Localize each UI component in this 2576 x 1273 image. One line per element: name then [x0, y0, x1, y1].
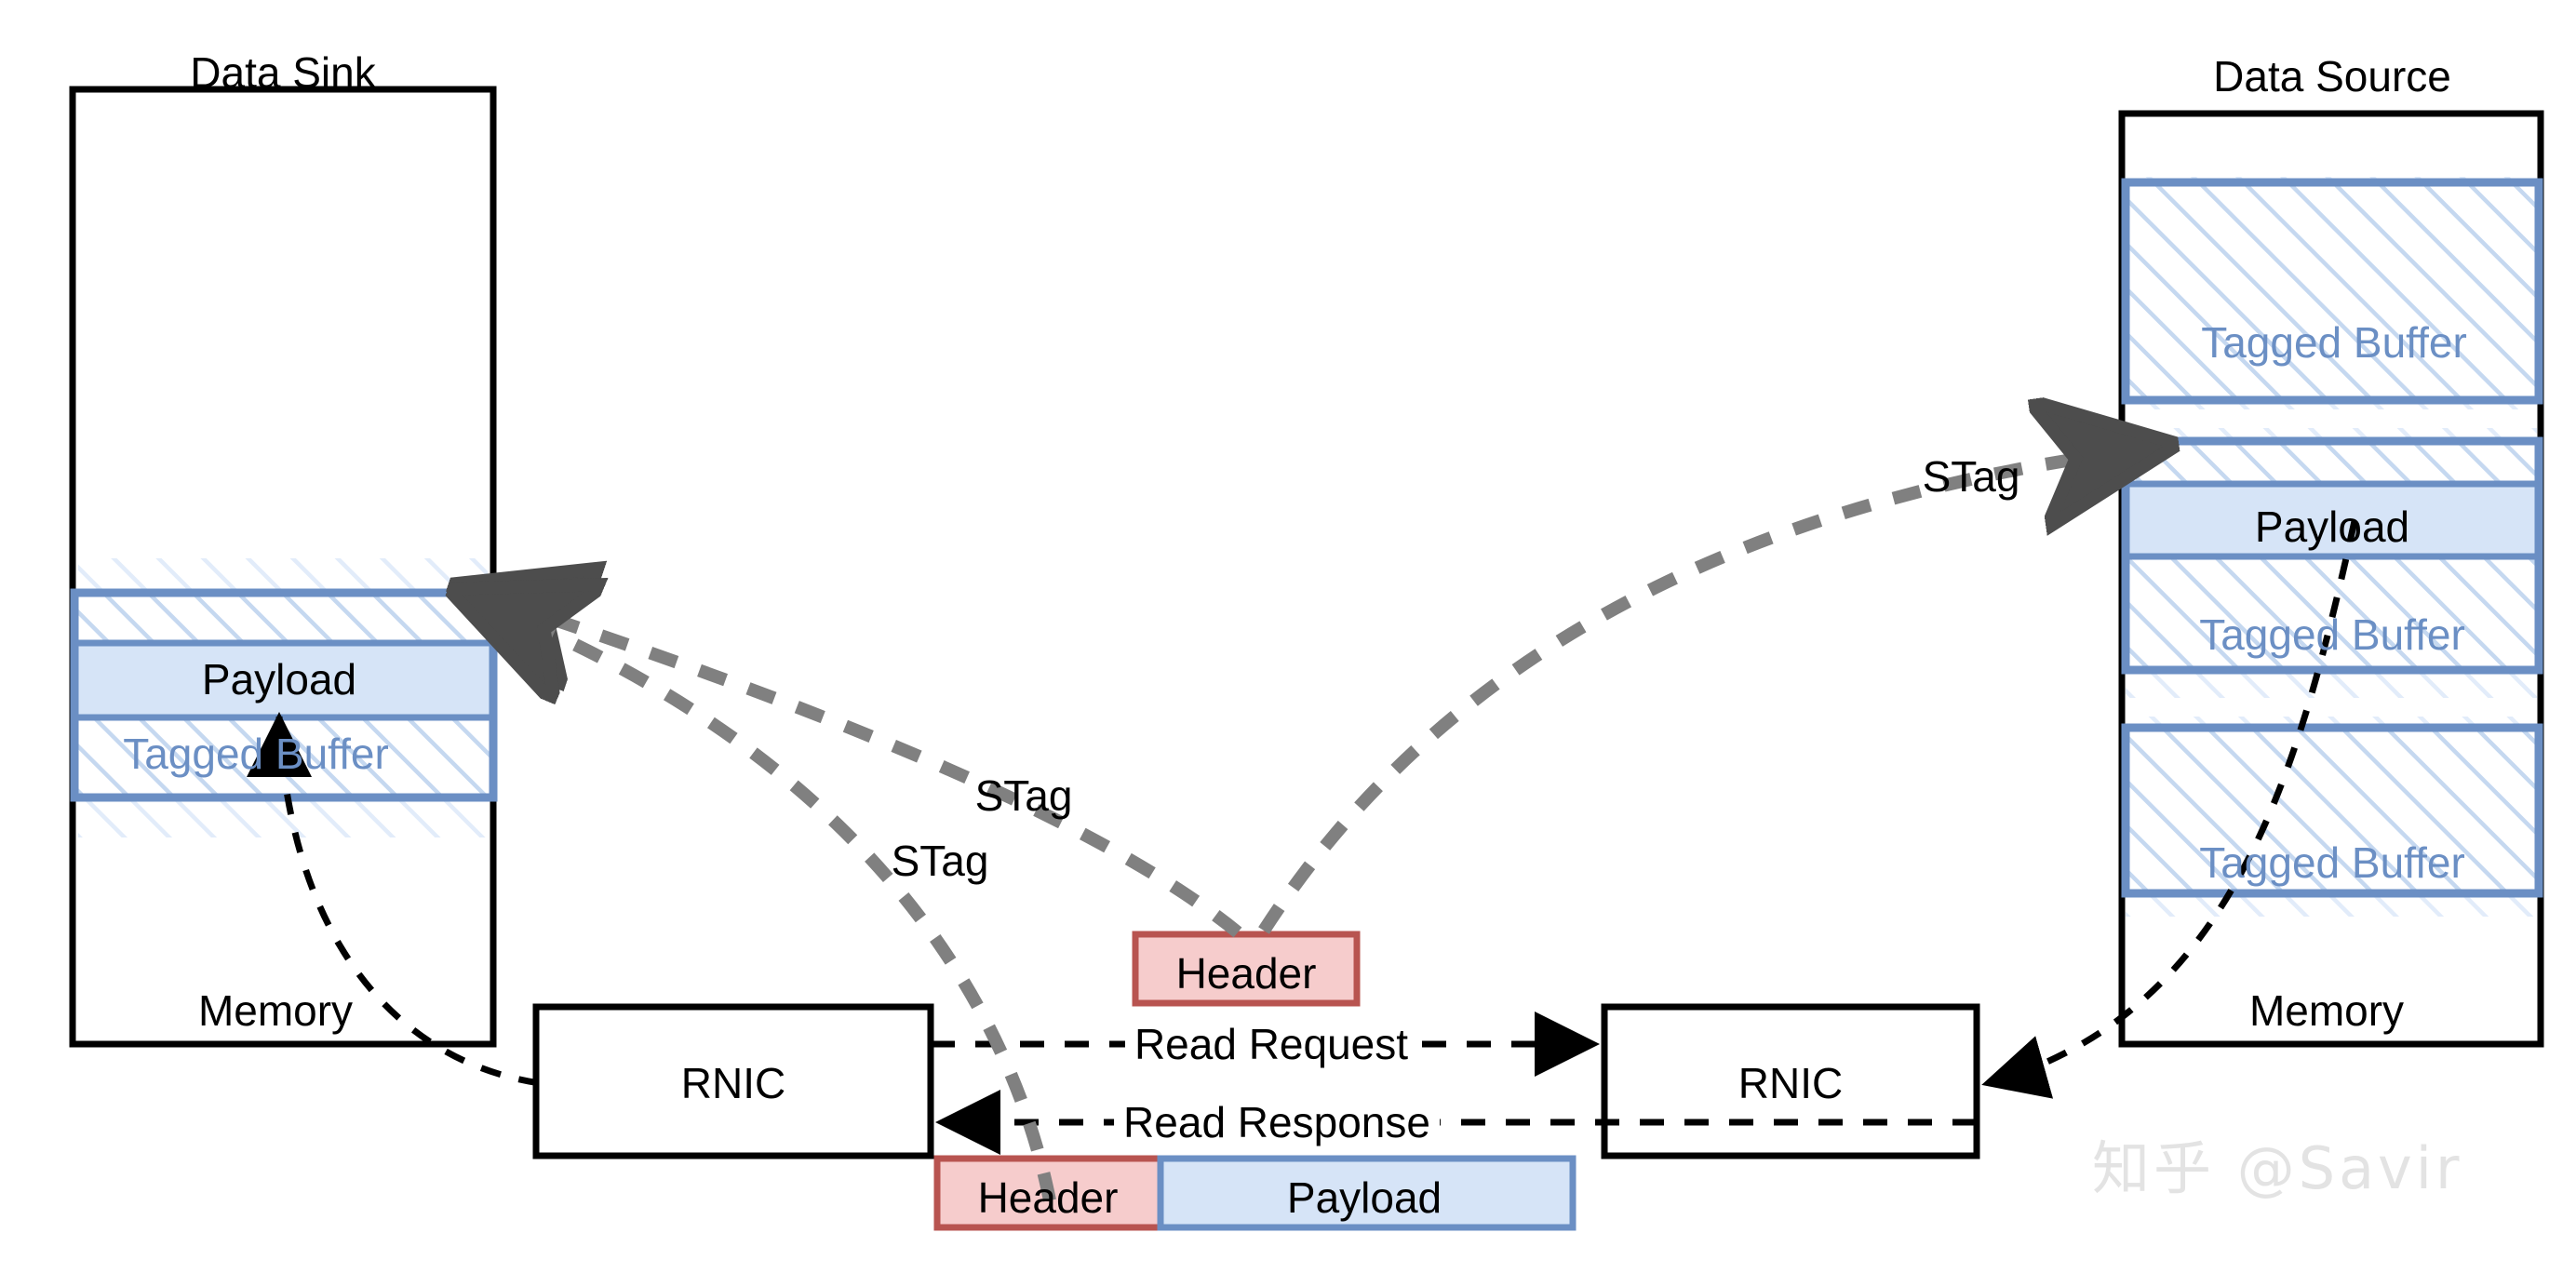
stag-label-to-sink-lower: STag	[891, 837, 989, 885]
request-packet-header-label: Header	[1175, 949, 1317, 998]
data-source-tagged-buffer-label-3: Tagged Buffer	[2199, 838, 2465, 887]
data-source-title: Data Source	[2213, 52, 2451, 100]
stag-arrow-to-sink-upper	[510, 605, 1242, 938]
sink-memory-link	[275, 716, 541, 1087]
data-source-tagged-buffer-1	[2121, 178, 2543, 405]
request-packet-header-box	[1132, 931, 1361, 1007]
response-packet-header-label: Header	[977, 1173, 1119, 1222]
data-sink-memory-label: Memory	[197, 986, 354, 1035]
stag-arrow-to-sink-lower	[508, 614, 1056, 1202]
source-memory-link	[1981, 520, 2358, 1099]
rnic-left-box[interactable]	[532, 1003, 934, 1159]
watermark: 知乎 @Savir	[2092, 1134, 2463, 1202]
read-response-label: Read Response	[1114, 1101, 1440, 1144]
data-source-tagged-buffer-label-1: Tagged Buffer	[2201, 318, 2467, 367]
response-packet-payload-box	[1157, 1155, 1576, 1231]
rnic-right-box[interactable]	[1601, 1003, 1980, 1159]
stag-label-to-source: STag	[1922, 452, 2020, 501]
stag-arrow-to-source	[1258, 453, 2114, 934]
data-source-memory-label: Memory	[2248, 986, 2405, 1035]
data-source-tagged-buffer-3	[2121, 723, 2543, 898]
data-sink-payload-label: Payload	[201, 655, 357, 704]
data-source-payload-label: Payload	[2254, 502, 2410, 551]
data-source-tagged-buffer-label-2: Tagged Buffer	[2199, 610, 2465, 659]
data-source-buffer2-top-strip	[2122, 437, 2542, 488]
stag-label-to-sink-upper: STag	[974, 771, 1073, 820]
data-source-payload-band	[2122, 480, 2542, 560]
response-packet-payload-label: Payload	[1286, 1173, 1442, 1222]
data-source-buffer2-outline	[2121, 436, 2543, 675]
read-request-label: Read Request	[1124, 1023, 1418, 1065]
rnic-right-label: RNIC	[1737, 1059, 1844, 1107]
data-sink-tagged-buffer-label: Tagged Buffer	[123, 730, 389, 778]
data-sink-title: Data Sink	[190, 48, 376, 97]
data-sink-buffer-top-strip	[71, 589, 497, 647]
rnic-left-label: RNIC	[680, 1059, 786, 1107]
